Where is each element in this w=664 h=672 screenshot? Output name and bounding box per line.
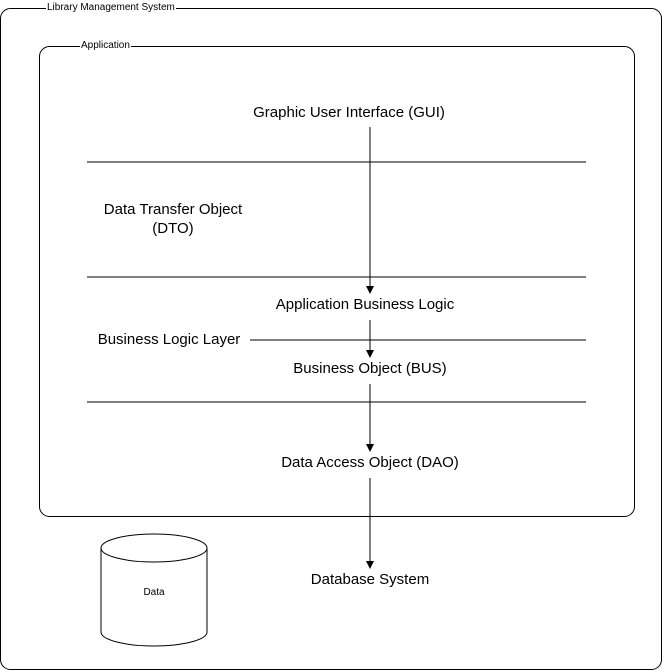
database-system-label: Database System [310,571,430,588]
business-logic-layer-label: Business Logic Layer [97,331,241,348]
library-management-system-label: Library Management System [46,2,176,14]
application-frame [39,46,635,517]
library-management-system-frame [0,8,662,670]
business-object-label: Business Object (BUS) [293,360,447,377]
gui-label: Graphic User Interface (GUI) [253,104,445,121]
data-store-label: Data [143,587,165,598]
data-access-object-label: Data Access Object (DAO) [281,454,459,471]
application-business-logic-label: Application Business Logic [275,296,455,313]
dto-label-line2: (DTO) [152,220,194,237]
data-store-cylinder [100,533,208,647]
dto-label-line1: Data Transfer Object [103,201,243,218]
application-label: Application [80,40,131,52]
